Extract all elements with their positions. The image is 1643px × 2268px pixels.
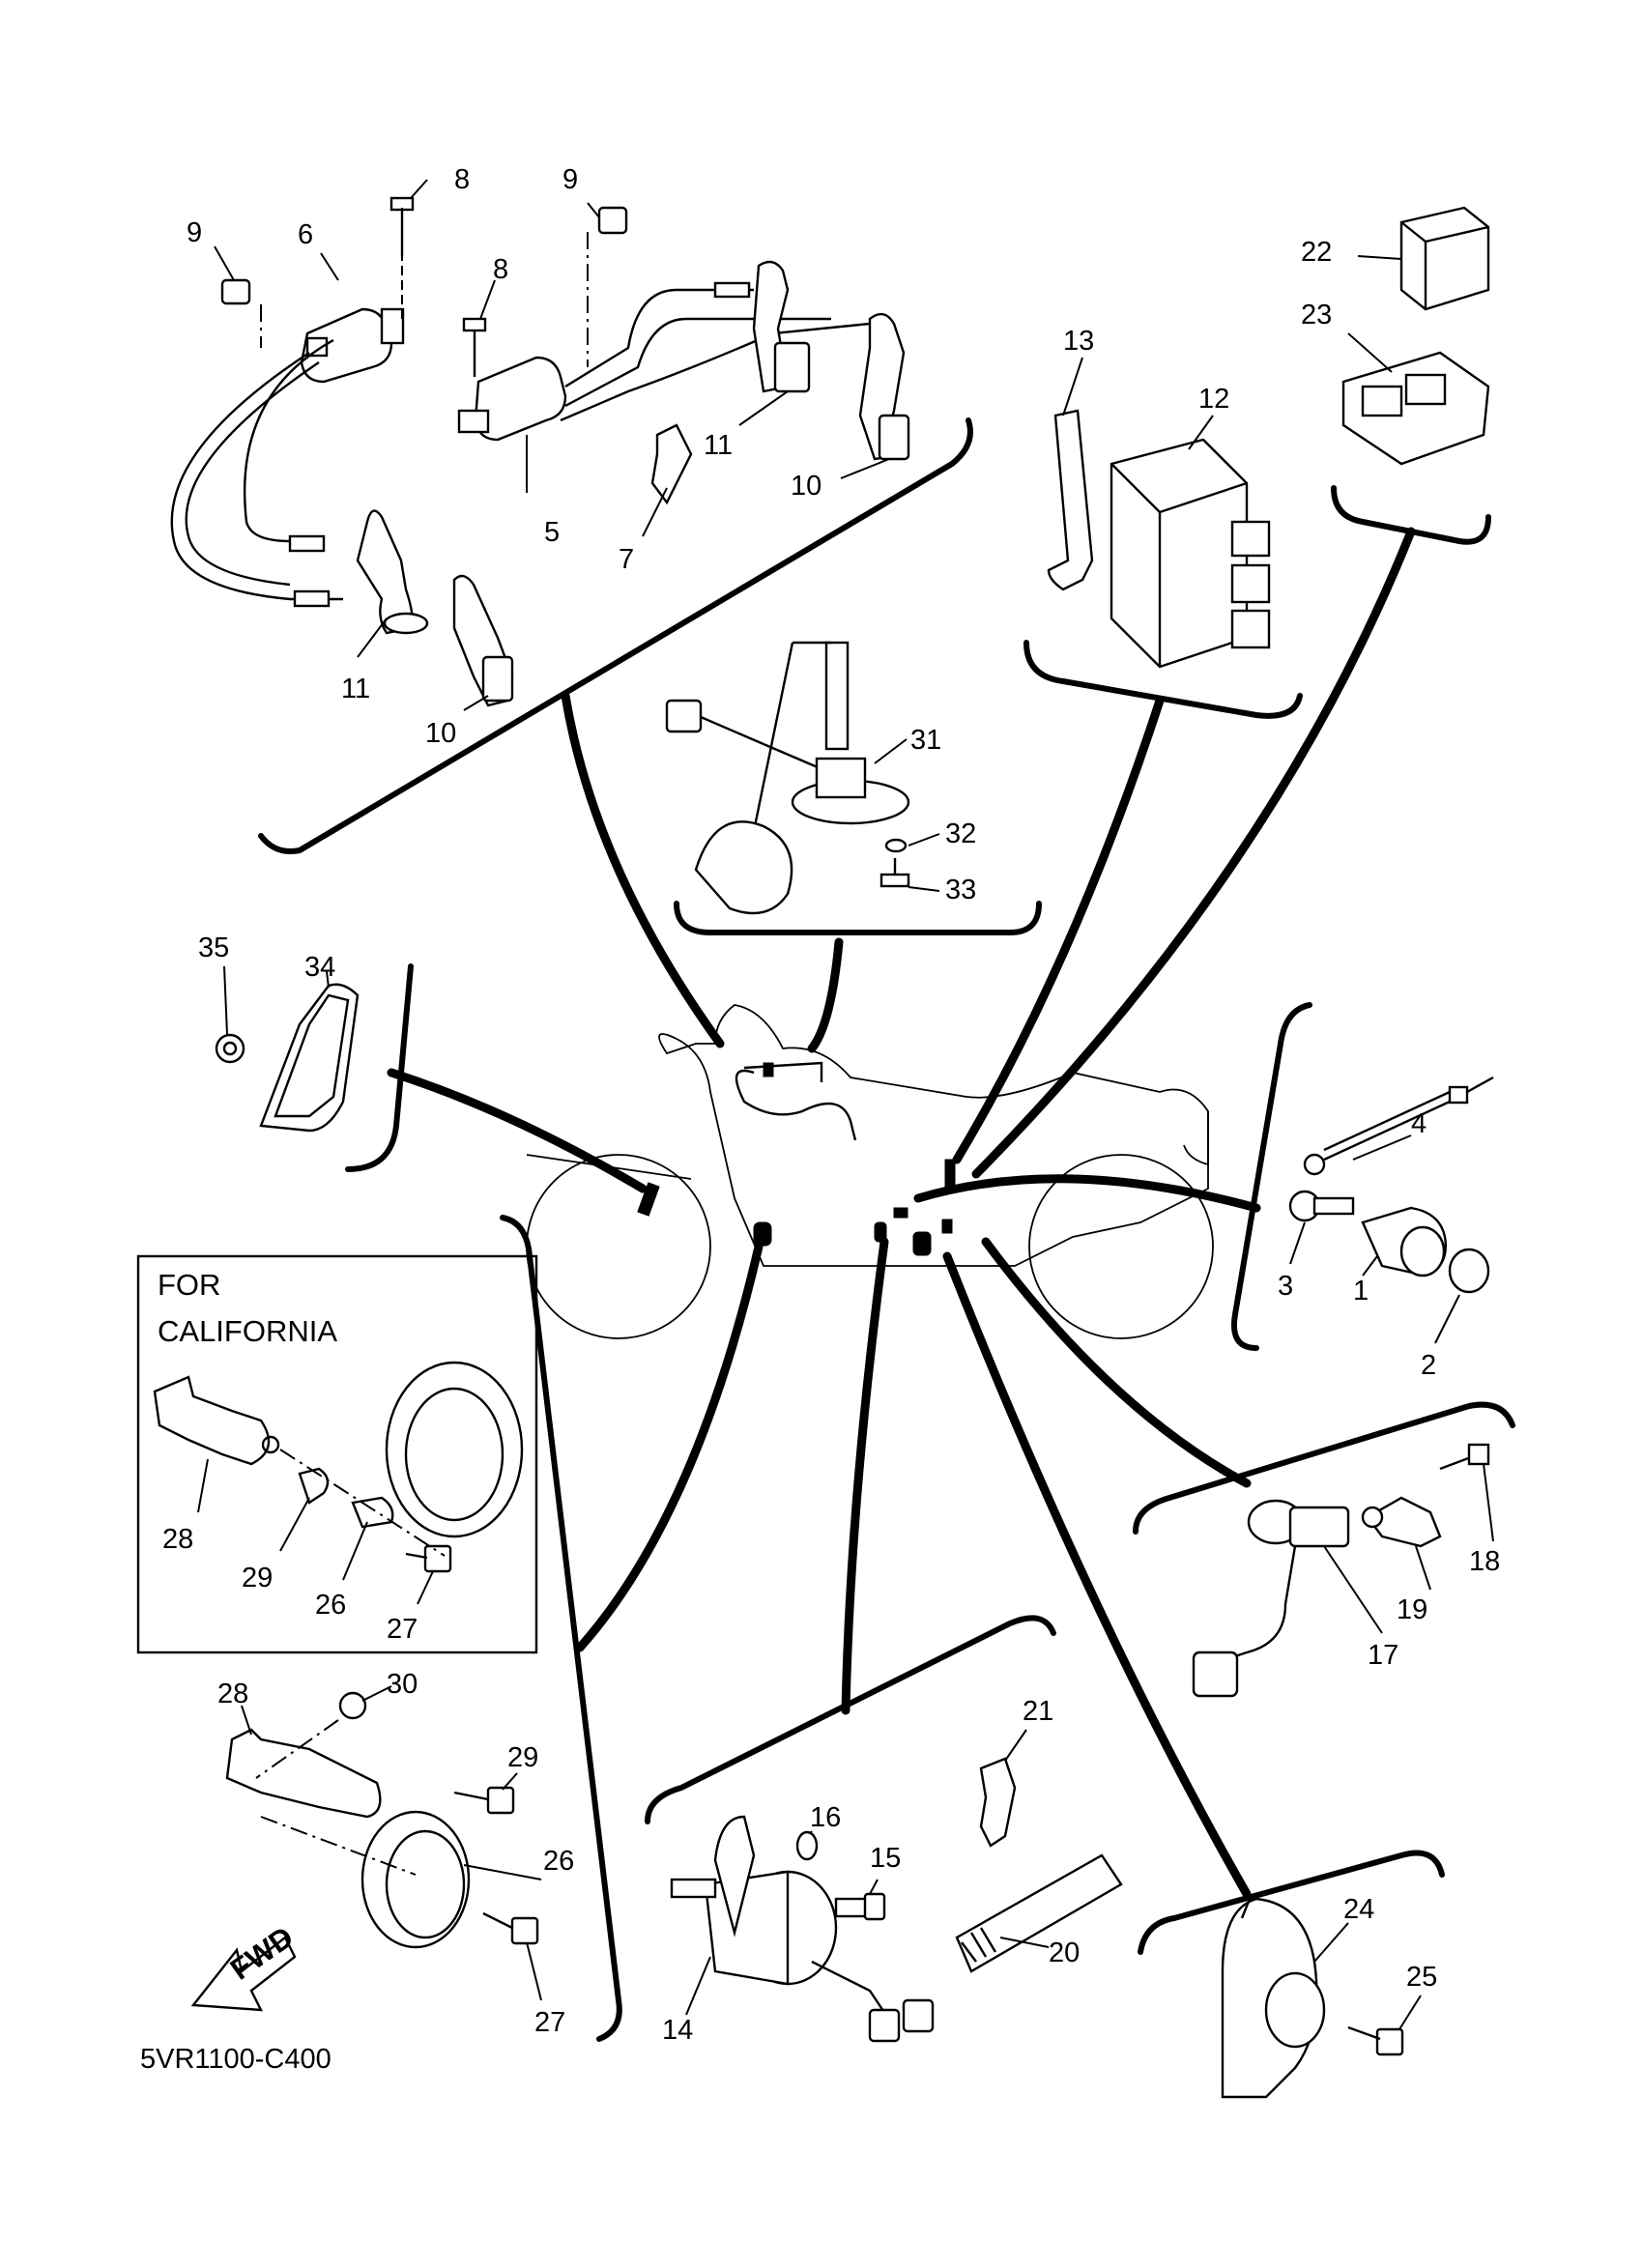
callout-28: 28 [162, 1524, 193, 1555]
callout-1: 1 [1353, 1276, 1369, 1306]
callout-12: 12 [1198, 384, 1229, 415]
reflector-group [215, 965, 360, 1133]
callout-13: 13 [1063, 326, 1094, 357]
callout-15: 15 [870, 1843, 901, 1874]
callout-11: 11 [704, 430, 733, 461]
callout-9: 9 [562, 164, 578, 195]
callout-16: 16 [810, 1802, 841, 1833]
callout-3: 3 [1278, 1271, 1293, 1302]
callout-27: 27 [534, 2007, 565, 2038]
callout-32: 32 [945, 818, 976, 849]
callout-11: 11 [341, 674, 370, 704]
callout-23: 23 [1301, 300, 1332, 330]
horn-left-group [225, 1685, 542, 2001]
callout-19: 19 [1397, 1594, 1427, 1625]
fwd-arrow: FWD [190, 1920, 300, 2012]
california-label-line2: CALIFORNIA [158, 1314, 337, 1348]
callout-29: 29 [242, 1563, 273, 1593]
callout-8: 8 [493, 254, 508, 285]
fuel-sender-group [665, 641, 940, 915]
callout-8: 8 [454, 164, 470, 195]
callout-31: 31 [910, 725, 941, 756]
california-label-line1: FOR [158, 1268, 220, 1302]
callout-28: 28 [217, 1679, 248, 1709]
california-box [136, 1254, 538, 1654]
horn-right-group [1221, 1893, 1422, 2099]
callout-labels: 8 9 9 6 8 11 10 5 7 11 10 13 12 22 23 31… [162, 164, 1500, 2046]
callout-33: 33 [945, 875, 976, 905]
callout-20: 20 [1049, 1938, 1080, 1968]
callout-5: 5 [544, 517, 560, 548]
callout-18: 18 [1469, 1546, 1500, 1577]
starter-group [670, 1729, 1123, 2043]
callout-27: 27 [387, 1614, 418, 1645]
callout-35: 35 [198, 933, 229, 963]
speed-sensor-group [1288, 1076, 1494, 1344]
callout-7: 7 [619, 544, 634, 575]
callout-6: 6 [298, 219, 313, 250]
callout-2: 2 [1421, 1350, 1436, 1381]
callout-29: 29 [507, 1742, 538, 1773]
drawing-code: 5VR1100-C400 [140, 2044, 331, 2075]
callout-34: 34 [304, 952, 335, 983]
callout-26: 26 [543, 1846, 574, 1877]
crank-sensor-group [1192, 1443, 1494, 1698]
motorcycle-silhouette [526, 1004, 1214, 1339]
callout-9: 9 [187, 217, 202, 248]
relay-group [1341, 206, 1490, 466]
callout-10: 10 [425, 718, 456, 749]
ignition-coil-group [170, 179, 910, 711]
callout-26: 26 [315, 1590, 346, 1621]
callout-25: 25 [1406, 1962, 1437, 1993]
callout-14: 14 [662, 2015, 693, 2046]
callout-21: 21 [1023, 1696, 1053, 1727]
callout-24: 24 [1343, 1894, 1374, 1925]
callout-22: 22 [1301, 237, 1332, 268]
group-panels [258, 417, 1515, 2042]
callout-30: 30 [387, 1669, 418, 1700]
callout-10: 10 [791, 471, 822, 502]
callout-4: 4 [1411, 1108, 1427, 1139]
callout-17: 17 [1368, 1640, 1398, 1671]
ecu-group [1047, 357, 1271, 669]
